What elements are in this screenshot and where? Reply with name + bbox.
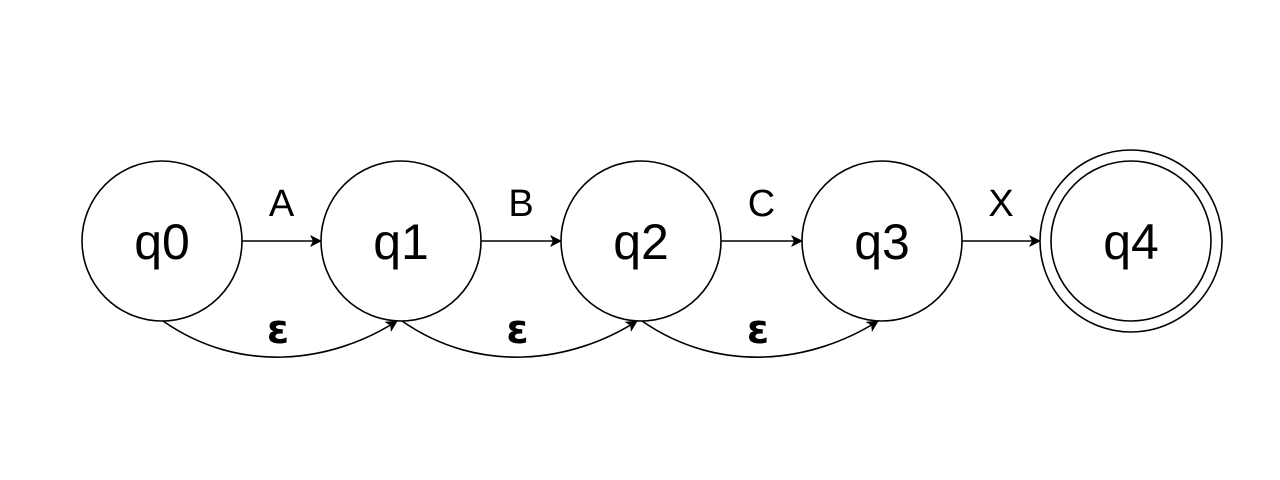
state-q4-inner-ring [1050, 160, 1212, 322]
state-q3: q3 [801, 160, 963, 322]
epsilon-transition-q1-q2-label: ε [506, 307, 528, 353]
state-q4: q4 [1039, 149, 1223, 333]
epsilon-transition-q2-q3-arrow [641, 320, 879, 358]
state-q0: q0 [81, 160, 243, 322]
state-q1: q1 [320, 160, 482, 322]
state-q4-label: q4 [1103, 214, 1159, 270]
state-q3-label: q3 [854, 214, 910, 270]
state-q2-label: q2 [613, 214, 669, 270]
state-q2: q2 [560, 160, 722, 322]
state-q3-circle [801, 160, 963, 322]
epsilon-transition-q2-q3-label: ε [747, 307, 769, 353]
transition-q3-q4-label: X [988, 183, 1013, 225]
epsilon-transition-q0-q1-label: ε [267, 307, 289, 353]
epsilon-transition-q1-q2-arrow [401, 320, 638, 358]
transition-q0-q1-label: A [269, 183, 295, 225]
transition-q1-q2-label: B [508, 183, 533, 225]
transition-q2-q3-label: C [748, 183, 775, 225]
epsilon-transition-q0-q1-arrow [162, 320, 398, 358]
state-q1-circle [320, 160, 482, 322]
state-q0-circle [81, 160, 243, 322]
state-q1-label: q1 [373, 214, 429, 270]
state-q0-label: q0 [134, 214, 190, 270]
state-q2-circle [560, 160, 722, 322]
